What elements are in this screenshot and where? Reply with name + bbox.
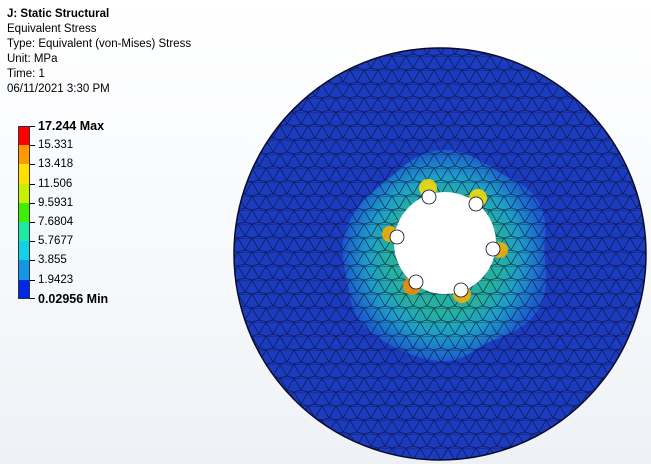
legend-swatch — [18, 164, 30, 184]
legend-max-label: 17.244 Max — [38, 119, 105, 133]
legend-label: 15.331 — [38, 139, 74, 152]
result-type: Type: Equivalent (von-Mises) Stress — [7, 38, 192, 50]
result-name: Equivalent Stress — [7, 23, 97, 35]
legend-label: 5.7677 — [38, 235, 74, 248]
result-unit: Unit: MPa — [7, 53, 58, 65]
legend-tick — [30, 241, 35, 243]
legend-tick — [30, 202, 35, 204]
legend-label: 9.5931 — [38, 196, 74, 209]
bolt-holes — [389, 189, 501, 298]
legend-label: 1.9423 — [38, 273, 74, 286]
central-bore — [394, 192, 496, 294]
legend-tick — [30, 183, 35, 185]
legend-label: 11.506 — [38, 177, 73, 190]
result-time: Time: 1 — [7, 68, 45, 80]
legend-swatch — [18, 202, 30, 222]
legend-tick — [30, 279, 35, 281]
legend-swatch — [18, 241, 30, 261]
legend-swatch — [18, 221, 30, 242]
legend-label: 3.855 — [38, 254, 67, 267]
result-info: J: Static Structural Equivalent Stress T… — [7, 7, 191, 97]
legend-swatch — [18, 260, 30, 280]
legend-min-label: 0.02956 Min — [38, 291, 109, 306]
result-date: 06/11/2021 3:30 PM — [7, 83, 110, 95]
legend-tick — [30, 126, 35, 127]
legend-tick — [30, 221, 35, 223]
legend-swatch — [18, 145, 30, 165]
legend-swatch — [18, 126, 30, 146]
legend-tick — [30, 145, 35, 147]
legend-swatch — [18, 183, 30, 203]
analysis-title: J: Static Structural — [7, 8, 110, 20]
legend-label: 13.418 — [38, 158, 74, 171]
legend-label: 7.6804 — [38, 215, 74, 228]
legend-tick — [30, 297, 35, 299]
legend-tick — [30, 260, 35, 262]
legend-tick — [30, 164, 35, 166]
legend-swatch — [18, 279, 30, 299]
